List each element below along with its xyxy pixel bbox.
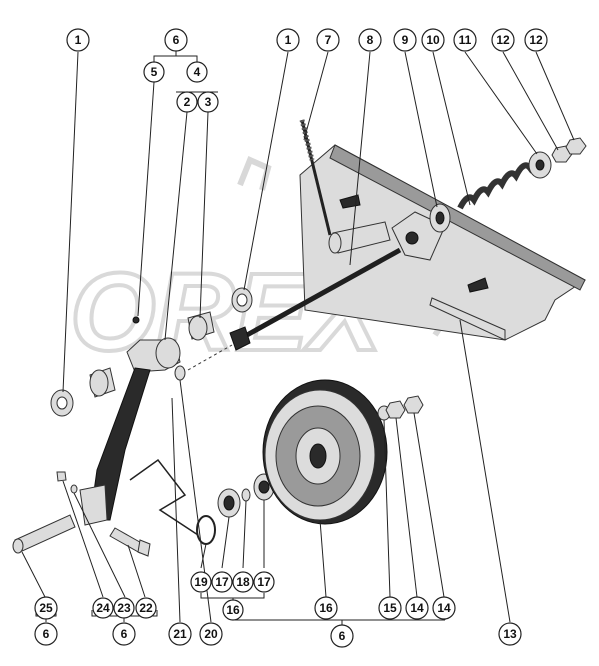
- svg-text:12: 12: [496, 33, 510, 47]
- spring-rod: [299, 119, 332, 236]
- bushing-small: [187, 311, 215, 341]
- callout-25: 25: [34, 596, 58, 620]
- callout-17b: 17: [253, 571, 275, 593]
- svg-text:11: 11: [459, 33, 472, 47]
- pivot-pin: [12, 514, 76, 554]
- svg-text:1: 1: [285, 33, 292, 47]
- svg-text:10: 10: [426, 33, 440, 47]
- svg-text:16: 16: [226, 603, 240, 617]
- svg-text:4: 4: [194, 65, 201, 79]
- callout-21: 21: [168, 622, 192, 646]
- small-nut: [56, 471, 67, 482]
- callout-16b: 16: [314, 596, 338, 620]
- bolt: [109, 527, 151, 557]
- small-washer: [70, 484, 78, 494]
- callout-6c: 6: [112, 622, 136, 646]
- callout-12b: 12: [524, 28, 548, 52]
- svg-text:1: 1: [75, 33, 82, 47]
- svg-text:6: 6: [43, 627, 50, 641]
- rod-washer-2: [174, 365, 186, 381]
- callout-4: 4: [186, 61, 208, 83]
- callout-5: 5: [143, 61, 165, 83]
- svg-text:18: 18: [236, 575, 250, 589]
- spring-collar: [429, 203, 451, 233]
- bearing-spacer: [241, 488, 251, 502]
- frame-plate: [299, 144, 586, 341]
- callout-2: 2: [176, 91, 198, 113]
- svg-text:17: 17: [215, 575, 229, 589]
- callout-6d: 6: [330, 624, 354, 648]
- callout-1a: 1: [66, 28, 90, 52]
- short-shaft: [328, 221, 391, 254]
- callout-24: 24: [92, 597, 114, 619]
- callout-22: 22: [135, 597, 157, 619]
- pulley-nut-1: [385, 400, 406, 419]
- callout-6a: 6: [164, 28, 188, 52]
- callout-15: 15: [378, 596, 402, 620]
- callout-6b: 6: [34, 622, 58, 646]
- assembly-line: [187, 344, 233, 371]
- svg-text:5: 5: [151, 65, 158, 79]
- svg-text:14: 14: [437, 601, 451, 615]
- svg-text:9: 9: [402, 33, 409, 47]
- bearing-left: [217, 488, 241, 518]
- callout-17a: 17: [211, 571, 233, 593]
- callout-7: 7: [316, 28, 340, 52]
- spring-washer: [528, 151, 552, 179]
- svg-text:17: 17: [257, 575, 271, 589]
- idler-pulley: [262, 379, 388, 525]
- callout-23: 23: [113, 597, 135, 619]
- svg-text:21: 21: [173, 627, 187, 641]
- lock-nuts: [551, 137, 587, 163]
- svg-text:7: 7: [325, 33, 332, 47]
- svg-text:25: 25: [39, 601, 53, 615]
- pulley-nut-2: [403, 395, 424, 414]
- callout-9: 9: [393, 28, 417, 52]
- callout-19: 19: [190, 571, 212, 593]
- assembly-path: [129, 458, 199, 536]
- callout-14b: 14: [432, 596, 456, 620]
- svg-text:2: 2: [184, 95, 191, 109]
- svg-text:16: 16: [319, 601, 333, 615]
- svg-text:6: 6: [173, 33, 180, 47]
- svg-text:20: 20: [204, 627, 218, 641]
- left-washer: [50, 389, 74, 417]
- svg-text:19: 19: [194, 575, 208, 589]
- svg-text:3: 3: [205, 95, 212, 109]
- rod-washer-1: [231, 287, 253, 313]
- svg-text:15: 15: [383, 601, 397, 615]
- callout-3: 3: [197, 91, 219, 113]
- callout-10: 10: [421, 28, 445, 52]
- leader-lines: [21, 51, 575, 623]
- grease-fitting: [132, 316, 140, 324]
- svg-text:12: 12: [529, 33, 543, 47]
- svg-text:8: 8: [367, 33, 374, 47]
- svg-text:6: 6: [121, 627, 128, 641]
- callout-13: 13: [498, 622, 522, 646]
- callout-1b: 1: [276, 28, 300, 52]
- tie-rod: [229, 247, 402, 351]
- svg-text:23: 23: [117, 601, 131, 615]
- svg-text:24: 24: [96, 601, 110, 615]
- callout-16a: 16: [222, 599, 244, 621]
- callout-11: 11: [453, 28, 477, 52]
- callout-12a: 12: [491, 28, 515, 52]
- svg-text:22: 22: [139, 601, 153, 615]
- bushing-large: [89, 367, 116, 398]
- svg-text:14: 14: [410, 601, 424, 615]
- svg-text:13: 13: [503, 627, 517, 641]
- callout-8: 8: [358, 28, 382, 52]
- callout-18: 18: [232, 571, 254, 593]
- callout-14a: 14: [405, 596, 429, 620]
- tension-arm: [79, 337, 181, 526]
- callout-20: 20: [199, 622, 223, 646]
- svg-text:6: 6: [339, 629, 346, 643]
